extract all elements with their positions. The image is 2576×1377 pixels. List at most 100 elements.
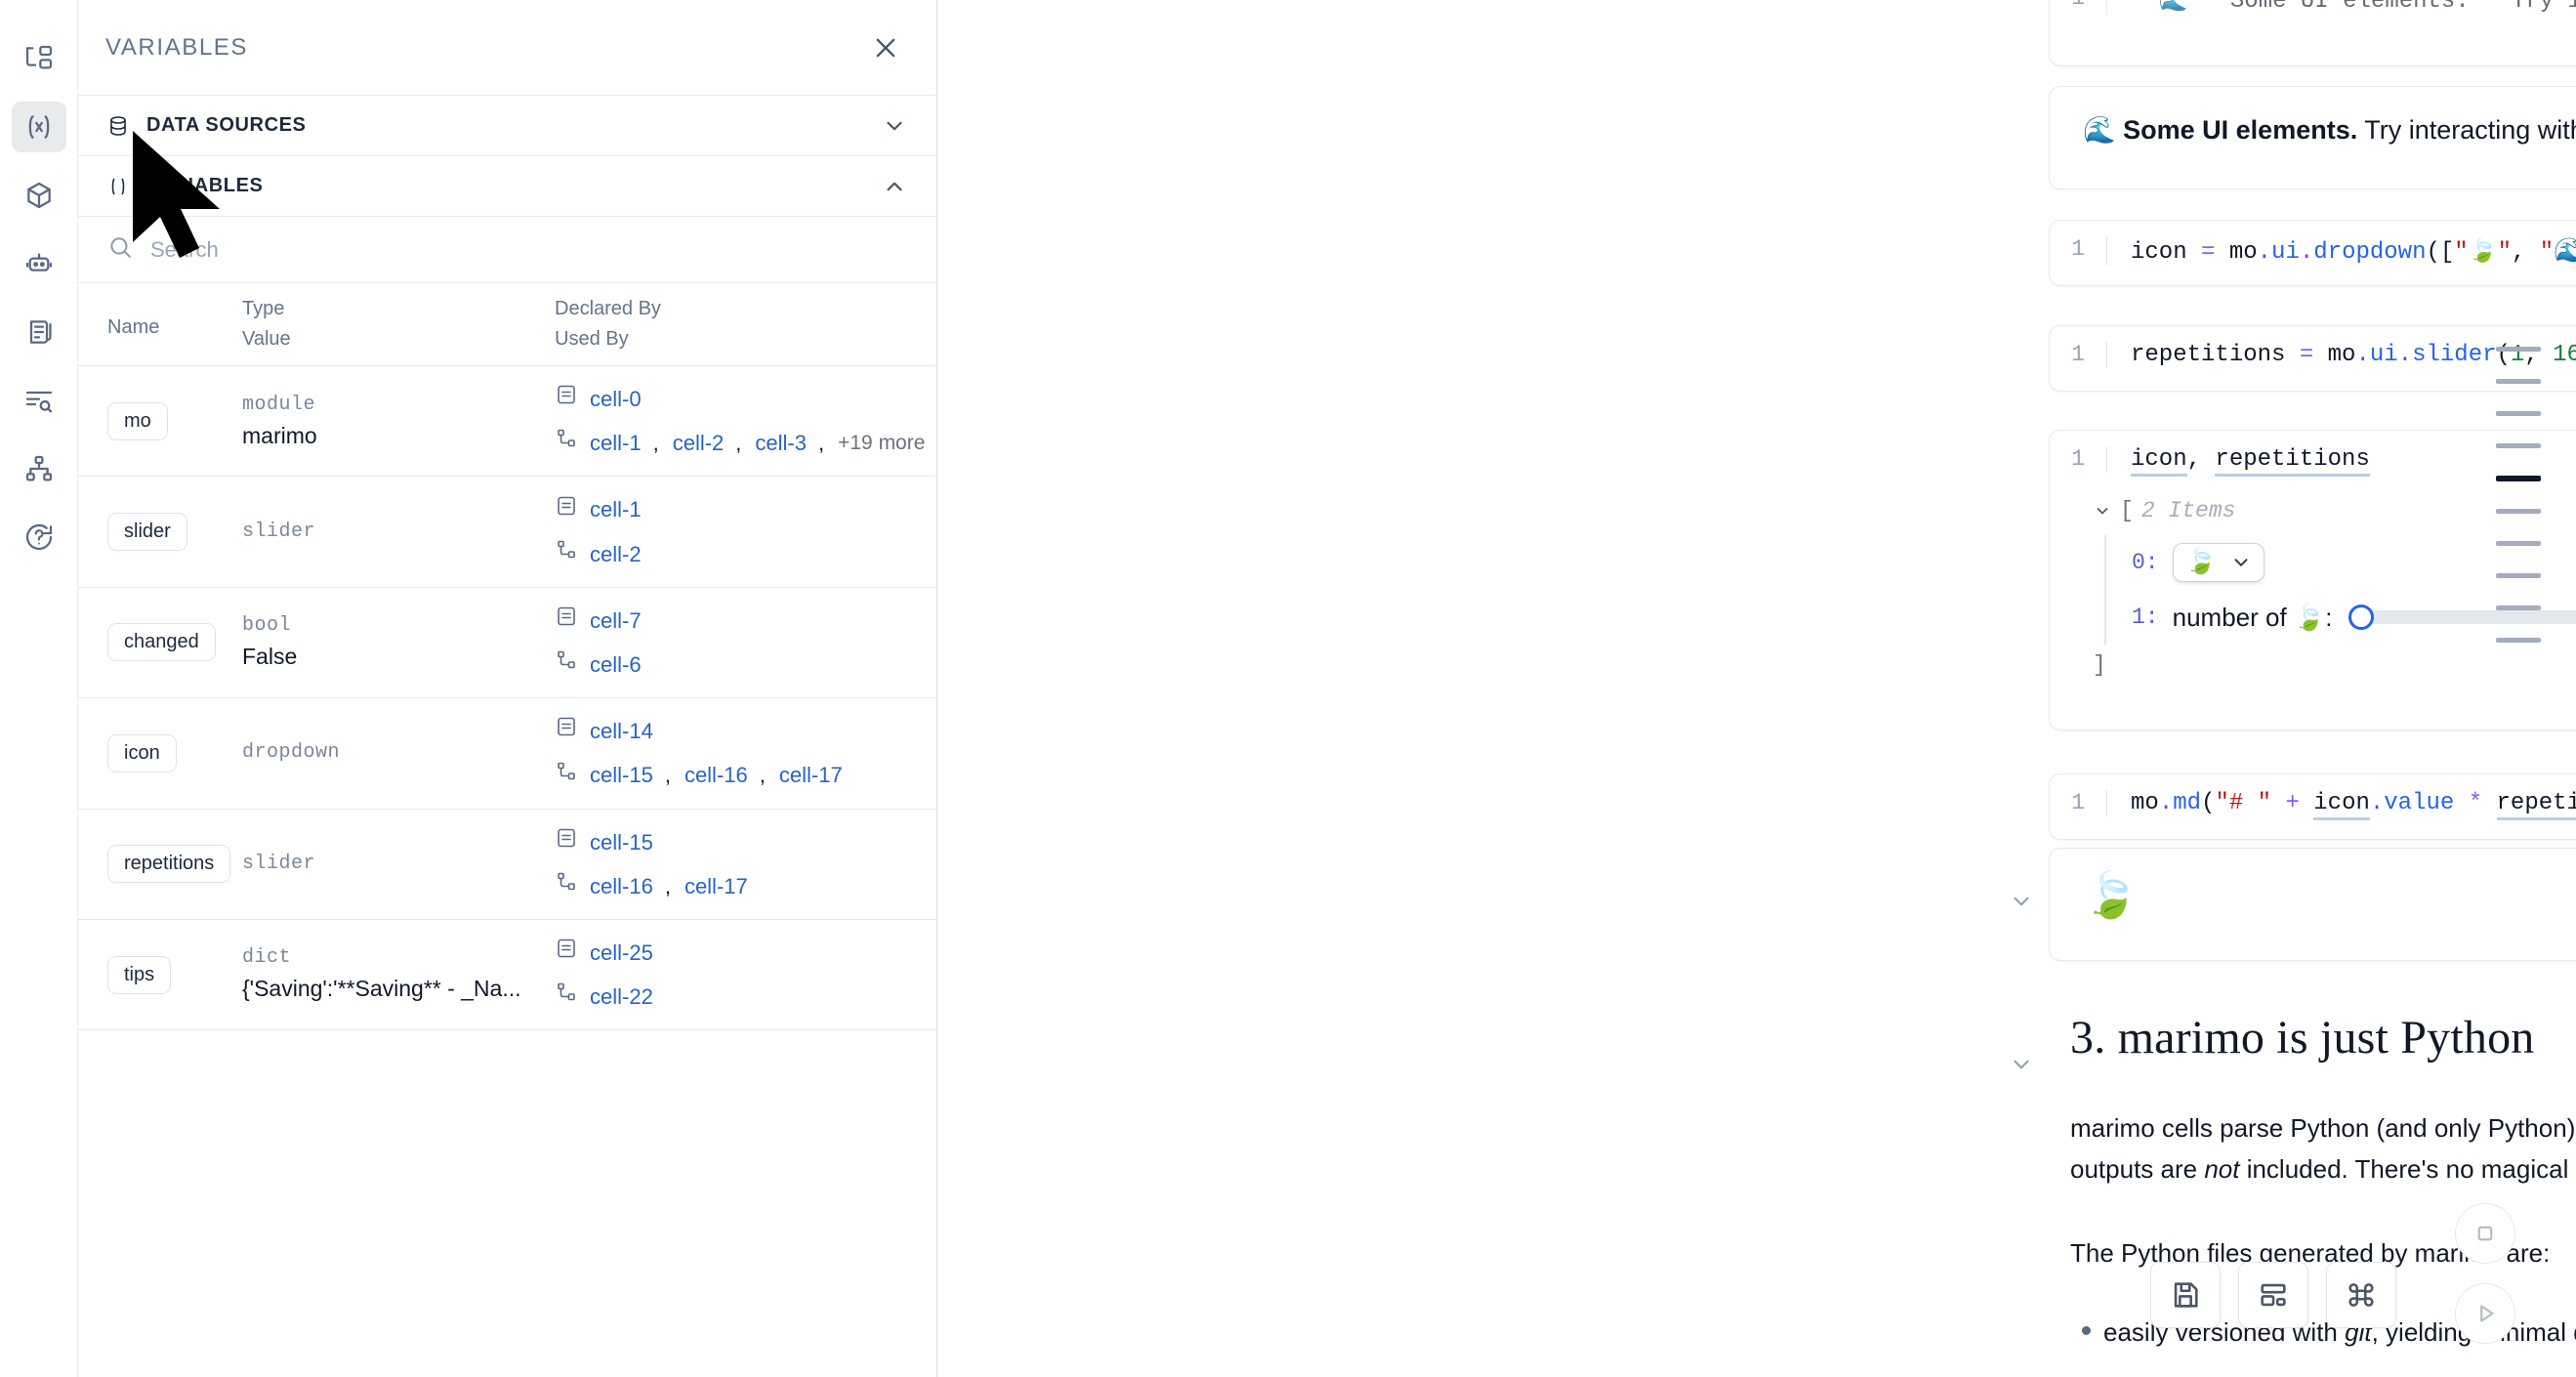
document-icon — [555, 383, 578, 415]
minimap-bar[interactable] — [2496, 605, 2541, 610]
variable-name-chip[interactable]: mo — [107, 401, 168, 440]
more-cells-label[interactable]: +19 more — [838, 431, 926, 454]
cell-markdown-source[interactable]: 1 ""🌊 **Some UI elements.** Try interact… — [2049, 0, 2576, 66]
cell-link[interactable]: cell-22 — [590, 984, 653, 1010]
slider-input[interactable] — [2347, 605, 2576, 630]
cell-link[interactable]: cell-2 — [672, 431, 725, 456]
cell-link[interactable]: cell-7 — [590, 607, 642, 633]
variable-type: slider — [242, 852, 316, 875]
scratchpad-icon[interactable] — [12, 307, 66, 357]
minimap-bar[interactable] — [2496, 476, 2541, 481]
link-icon — [555, 427, 578, 459]
cell-variable-name: changed — [78, 587, 242, 699]
separator: , — [652, 431, 659, 456]
variables-icon[interactable] — [11, 102, 66, 152]
cell-link[interactable]: cell-1 — [590, 497, 642, 522]
list-item: 0: 🍃 — [2132, 535, 2576, 590]
minimap-bar[interactable] — [2496, 509, 2541, 514]
variable-name-chip[interactable]: repetitions — [107, 845, 231, 884]
list-item: 1: number of 🍃: — [2132, 590, 2576, 645]
slider-label: number of 🍃: — [2172, 602, 2333, 632]
play-button[interactable] — [2455, 1283, 2515, 1344]
cell-link[interactable]: cell-1 — [590, 431, 642, 456]
minimap-bar[interactable] — [2496, 443, 2541, 448]
minimap-bar[interactable] — [2496, 541, 2541, 546]
code-cell-md[interactable]: 1 mo.md("# " + icon.value * repetitions.… — [2049, 773, 2576, 840]
variable-name-chip[interactable]: slider — [107, 513, 187, 552]
section-data-sources[interactable]: DATA SOURCES — [78, 96, 936, 156]
cell-link[interactable]: cell-0 — [590, 387, 642, 411]
cell-link[interactable]: cell-15 — [590, 829, 653, 855]
code-text-md[interactable]: mo.md("# " + icon.value * repetitions.va… — [2106, 790, 2576, 820]
item-count: 2 Items — [2140, 498, 2236, 523]
cell-link[interactable]: cell-25 — [590, 939, 653, 965]
cell-link[interactable]: cell-14 — [590, 719, 653, 744]
stop-button[interactable] — [2455, 1203, 2515, 1264]
list-output-header[interactable]: [ 2 Items — [2093, 498, 2576, 523]
notebook-minimap[interactable] — [2496, 347, 2547, 670]
cell-link[interactable]: cell-3 — [755, 431, 807, 456]
line-number: 1 — [2071, 446, 2085, 472]
section-variables[interactable]: VARIABLES — [78, 156, 936, 217]
cell-link[interactable]: cell-16 — [590, 873, 653, 898]
minimap-bar[interactable] — [2496, 573, 2541, 578]
variable-name-chip[interactable]: tips — [107, 955, 172, 994]
file-tree-icon[interactable] — [12, 33, 66, 84]
layout-button[interactable] — [2238, 1262, 2308, 1328]
minimap-bar[interactable] — [2496, 638, 2541, 643]
variable-name-chip[interactable]: icon — [107, 733, 177, 772]
code-text[interactable]: ""🌊 **Some UI elements.** Try interactin… — [2106, 0, 2576, 15]
code-cell-dropdown[interactable]: 1 icon = mo.ui.dropdown(["🍃", "🌊", "✨"],… — [2049, 220, 2576, 286]
chevron-down-icon[interactable] — [2007, 887, 2036, 916]
cell-link[interactable]: cell-17 — [778, 763, 843, 788]
chevron-up-icon[interactable] — [882, 174, 907, 199]
package-icon[interactable] — [12, 170, 66, 221]
minimap-bar[interactable] — [2496, 347, 2541, 352]
code-text-slider[interactable]: repetitions = mo.ui.slider(1, 16, label=… — [2106, 342, 2576, 368]
minimap-bar[interactable] — [2496, 379, 2541, 384]
declared-by-line: cell-0 — [555, 382, 929, 416]
cell-link[interactable]: cell-6 — [590, 651, 642, 677]
code-cell-display[interactable]: 1 icon, repetitions [ 2 Items 0: 🍃 — [2049, 430, 2576, 730]
search-input[interactable] — [150, 236, 907, 263]
chevron-down-icon[interactable] — [2007, 1050, 2036, 1079]
search-icon — [107, 234, 133, 265]
separator: , — [759, 763, 766, 788]
command-palette-button[interactable] — [2326, 1262, 2396, 1328]
robot-icon[interactable] — [12, 238, 66, 289]
chevron-down-icon[interactable] — [2093, 501, 2112, 521]
code-text-display[interactable]: icon, repetitions — [2106, 446, 2370, 477]
cell-declared-used: cell-7 cell-6 — [555, 587, 936, 699]
cell-link[interactable]: cell-15 — [590, 763, 653, 788]
dropdown-input[interactable]: 🍃 — [2172, 543, 2264, 582]
chevron-down-icon[interactable] — [882, 113, 907, 139]
cell-type-value: slider — [242, 809, 555, 920]
line-number: 1 — [2071, 342, 2085, 367]
cell-variable-name: slider — [78, 476, 242, 588]
variable-name-chip[interactable]: changed — [107, 623, 216, 662]
cell-link[interactable]: cell-17 — [684, 873, 748, 898]
minimap-bar[interactable] — [2496, 411, 2541, 416]
cell-link[interactable]: cell-16 — [684, 763, 748, 788]
save-button[interactable] — [2150, 1262, 2221, 1328]
help-icon[interactable] — [12, 512, 66, 563]
code-text-dropdown[interactable]: icon = mo.ui.dropdown(["🍃", "🌊", "✨"], v… — [2106, 236, 2576, 266]
cell-link[interactable]: cell-2 — [590, 541, 642, 566]
code-cell-slider[interactable]: 1 repetitions = mo.ui.slider(1, 16, labe… — [2049, 325, 2576, 392]
slider-track[interactable] — [2351, 610, 2576, 624]
logs-icon[interactable] — [12, 375, 66, 426]
dependency-graph-icon[interactable] — [12, 443, 66, 494]
line-number: 1 — [2050, 0, 2106, 11]
open-bracket: [ — [2120, 498, 2134, 523]
close-icon[interactable] — [864, 26, 907, 69]
slider-thumb[interactable] — [2347, 605, 2374, 630]
